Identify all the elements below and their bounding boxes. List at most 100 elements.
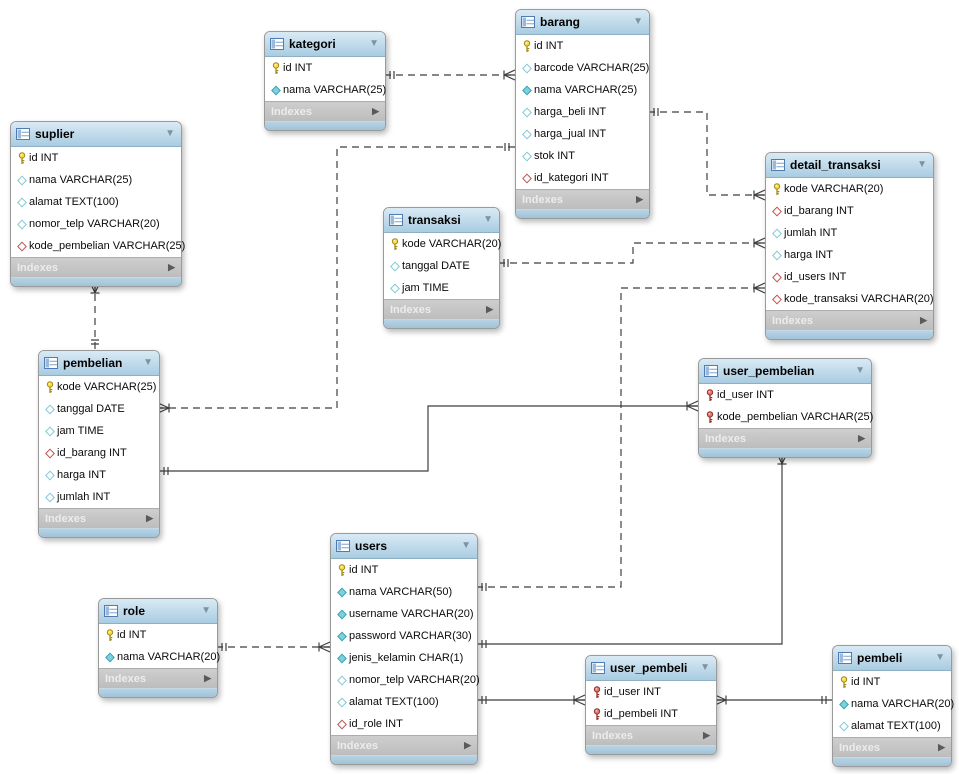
relationship-transaksi-detail_transaksi[interactable]: [498, 242, 765, 264]
column-row[interactable]: tanggal DATE: [39, 398, 159, 420]
column-row[interactable]: id_user INT: [586, 681, 716, 703]
indexes-section[interactable]: Indexes▶: [265, 101, 385, 121]
column-row[interactable]: nomor_telp VARCHAR(20): [11, 213, 181, 235]
relationship-pembelian-user_pembelian[interactable]: [158, 405, 698, 472]
collapse-arrow-icon[interactable]: ▼: [143, 357, 153, 368]
table-detail_transaksi[interactable]: detail_transaksi▼kode VARCHAR(20)id_bara…: [765, 152, 934, 340]
expand-arrow-icon[interactable]: ▶: [938, 742, 945, 752]
expand-arrow-icon[interactable]: ▶: [703, 730, 710, 740]
indexes-section[interactable]: Indexes▶: [11, 257, 181, 277]
column-row[interactable]: harga INT: [766, 244, 933, 266]
column-row[interactable]: stok INT: [516, 145, 649, 167]
column-row[interactable]: jam TIME: [384, 277, 499, 299]
indexes-section[interactable]: Indexes▶: [516, 189, 649, 209]
expand-arrow-icon[interactable]: ▶: [146, 513, 153, 523]
collapse-arrow-icon[interactable]: ▼: [700, 662, 710, 673]
column-row[interactable]: jam TIME: [39, 420, 159, 442]
collapse-arrow-icon[interactable]: ▼: [201, 605, 211, 616]
table-header-role[interactable]: role▼: [99, 599, 217, 624]
column-row[interactable]: nama VARCHAR(25): [11, 169, 181, 191]
table-header-barang[interactable]: barang▼: [516, 10, 649, 35]
expand-arrow-icon[interactable]: ▶: [858, 433, 865, 443]
column-row[interactable]: password VARCHAR(30): [331, 625, 477, 647]
indexes-section[interactable]: Indexes▶: [699, 428, 871, 448]
table-header-detail_transaksi[interactable]: detail_transaksi▼: [766, 153, 933, 178]
relationship-users-user_pembelian[interactable]: [476, 453, 783, 645]
column-row[interactable]: kode VARCHAR(20): [766, 178, 933, 200]
collapse-arrow-icon[interactable]: ▼: [165, 128, 175, 139]
column-row[interactable]: id INT: [99, 624, 217, 646]
column-row[interactable]: tanggal DATE: [384, 255, 499, 277]
column-row[interactable]: id_role INT: [331, 713, 477, 735]
table-header-kategori[interactable]: kategori▼: [265, 32, 385, 57]
indexes-section[interactable]: Indexes▶: [586, 725, 716, 745]
column-row[interactable]: barcode VARCHAR(25): [516, 57, 649, 79]
table-header-users[interactable]: users▼: [331, 534, 477, 559]
column-row[interactable]: nama VARCHAR(20): [99, 646, 220, 668]
relationship-users-detail_transaksi[interactable]: [476, 287, 765, 588]
table-header-pembeli[interactable]: pembeli▼: [833, 646, 951, 671]
column-row[interactable]: id_barang INT: [766, 200, 933, 222]
table-header-transaksi[interactable]: transaksi▼: [384, 208, 499, 233]
column-row[interactable]: harga INT: [39, 464, 159, 486]
collapse-arrow-icon[interactable]: ▼: [935, 652, 945, 663]
collapse-arrow-icon[interactable]: ▼: [483, 214, 493, 225]
column-row[interactable]: harga_beli INT: [516, 101, 649, 123]
table-header-user_pembeli[interactable]: user_pembeli▼: [586, 656, 716, 681]
table-header-user_pembelian[interactable]: user_pembelian▼: [699, 359, 871, 384]
indexes-section[interactable]: Indexes▶: [833, 737, 951, 757]
column-row[interactable]: id INT: [11, 147, 181, 169]
column-row[interactable]: id INT: [265, 57, 385, 79]
indexes-section[interactable]: Indexes▶: [766, 310, 933, 330]
column-row[interactable]: nama VARCHAR(25): [516, 79, 649, 101]
column-row[interactable]: id INT: [331, 559, 477, 581]
collapse-arrow-icon[interactable]: ▼: [461, 540, 471, 551]
column-row[interactable]: alamat TEXT(100): [331, 691, 477, 713]
indexes-section[interactable]: Indexes▶: [331, 735, 477, 755]
column-row[interactable]: id_users INT: [766, 266, 933, 288]
column-row[interactable]: kode_pembelian VARCHAR(25): [11, 235, 185, 257]
column-row[interactable]: nomor_telp VARCHAR(20): [331, 669, 480, 691]
expand-arrow-icon[interactable]: ▶: [204, 673, 211, 683]
table-header-suplier[interactable]: suplier▼: [11, 122, 181, 147]
column-row[interactable]: username VARCHAR(20): [331, 603, 477, 625]
expand-arrow-icon[interactable]: ▶: [464, 740, 471, 750]
expand-arrow-icon[interactable]: ▶: [486, 304, 493, 314]
expand-arrow-icon[interactable]: ▶: [920, 315, 927, 325]
collapse-arrow-icon[interactable]: ▼: [917, 159, 927, 170]
collapse-arrow-icon[interactable]: ▼: [633, 16, 643, 27]
expand-arrow-icon[interactable]: ▶: [168, 262, 175, 272]
collapse-arrow-icon[interactable]: ▼: [855, 365, 865, 376]
column-row[interactable]: id_user INT: [699, 384, 871, 406]
column-row[interactable]: kode_transaksi VARCHAR(20): [766, 288, 934, 310]
column-row[interactable]: kode_pembelian VARCHAR(25): [699, 406, 873, 428]
column-row[interactable]: id_pembeli INT: [586, 703, 716, 725]
column-row[interactable]: id_barang INT: [39, 442, 159, 464]
relationship-barang-detail_transaksi[interactable]: [648, 111, 765, 196]
indexes-section[interactable]: Indexes▶: [99, 668, 217, 688]
relationship-barang-pembelian[interactable]: [158, 146, 515, 409]
column-row[interactable]: nama VARCHAR(20): [833, 693, 954, 715]
column-row[interactable]: nama VARCHAR(50): [331, 581, 477, 603]
column-row[interactable]: kode VARCHAR(25): [39, 376, 159, 398]
column-row[interactable]: alamat TEXT(100): [11, 191, 181, 213]
column-row[interactable]: nama VARCHAR(25): [265, 79, 386, 101]
column-row[interactable]: jenis_kelamin CHAR(1): [331, 647, 477, 669]
column-row[interactable]: jumlah INT: [39, 486, 159, 508]
column-row[interactable]: alamat TEXT(100): [833, 715, 951, 737]
indexes-section[interactable]: Indexes▶: [39, 508, 159, 528]
expand-arrow-icon[interactable]: ▶: [636, 194, 643, 204]
indexes-section[interactable]: Indexes▶: [384, 299, 499, 319]
column-row[interactable]: id INT: [833, 671, 951, 693]
